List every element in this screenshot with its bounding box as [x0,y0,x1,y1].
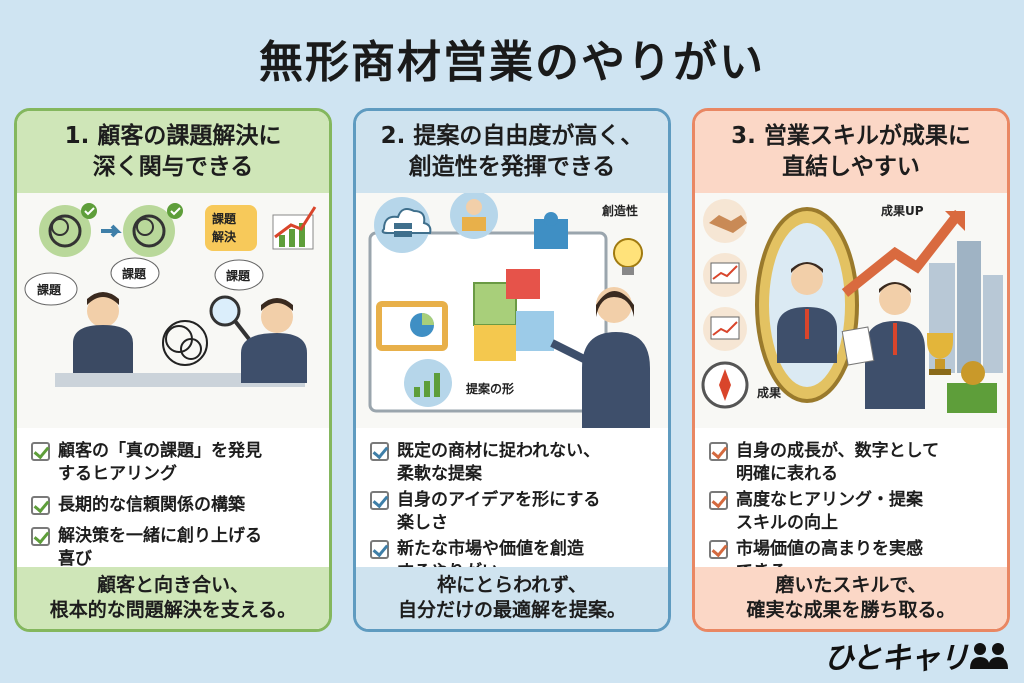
bubble-mid: 課題 [122,266,147,281]
card-heading-line: 深く関与できる [92,154,254,180]
card-footer: 枠にとらわれず、 自分だけの最適解を提案。 [356,567,668,629]
label-creativity: 創造性 [601,203,638,218]
illustration-consultation: 課題 解決 課題 課題 課題 [17,193,329,428]
growth-chart-icon [404,359,452,407]
list-item: 長期的な信頼関係の構築 [31,494,319,517]
card-heading-line: 1. 顧客の課題解決に [64,123,282,149]
card-footer: 磨いたスキルで、 確実な成果を勝ち取る。 [695,567,1007,629]
list-item: 自身の成長が、数字として明確に表れる [709,440,997,486]
compass-icon [701,361,749,409]
illustration-mirror-success: 成果 成果UP [695,193,1007,428]
list-item: 自身のアイデアを形にする楽しさ [370,489,658,535]
card-heading: 3. 営業スキルが成果に 直結しやすい [695,111,1007,193]
checkbox-icon [370,442,389,461]
card-skill-results: 3. 営業スキルが成果に 直結しやすい [692,108,1010,632]
magnifying-glass-icon [209,295,251,341]
presenter-figure [550,287,650,428]
checkbox-icon [370,540,389,559]
cloud-server-icon [374,197,432,253]
presentation-slide-icon [376,301,448,351]
label-result: 成果 [757,385,781,400]
illustration-presentation: 創造性 提案の形 [356,193,668,428]
people-icon [970,643,1008,669]
card-heading: 2. 提案の自由度が高く、 創造性を発揮できる [356,111,668,193]
list-item: 既定の商材に捉われない、柔軟な提案 [370,440,658,486]
puzzle-icon [473,212,568,361]
list-item: 解決策を一緒に創り上げる喜び [31,525,319,571]
reading-person-icon [450,193,498,239]
growth-chart-icon [272,206,317,250]
label-result-up: 成果UP [881,203,924,218]
benefit-list: 既定の商材に捉われない、柔軟な提案 自身のアイデアを形にする楽しさ 新たな市場や… [356,428,668,582]
checkbox-icon [709,442,728,461]
mirror-icon [755,207,859,403]
page-title: 無形商材営業のやりがい [259,37,765,88]
tag-problem-solving-line2: 解決 [212,229,237,244]
card-heading: 1. 顧客の課題解決に 深く関与できる [17,111,329,193]
businessman-figure [841,282,925,409]
chart-board-icon [703,307,747,351]
label-proposal-shape: 提案の形 [466,381,514,396]
bubble-right: 課題 [226,268,251,283]
brand-name: ひとキャリ [823,641,969,676]
checkbox-icon [709,540,728,559]
salesperson-figure [73,292,133,373]
card-footer: 顧客と向き合い、 根本的な問題解決を支える。 [17,567,329,629]
trophy-icon [927,333,953,375]
checkbox-icon [31,527,50,546]
money-icon [947,361,997,413]
growth-arrow-icon [841,209,963,297]
presentation-board-icon [703,253,747,297]
card-heading-line: 創造性を発揮できる [408,154,616,180]
tangled-problem-icon [162,320,208,366]
handshake-icon [703,199,747,243]
checkbox-icon [709,491,728,510]
card-heading-line: 直結しやすい [782,154,920,180]
card-proposal-freedom: 2. 提案の自由度が高く、 創造性を発揮できる [353,108,671,632]
brand-logo: ひとキャリ [824,633,1010,677]
card-heading-line: 3. 営業スキルが成果に [731,123,971,149]
card-heading-line: 2. 提案の自由度が高く、 [380,123,644,149]
list-item: 顧客の「真の課題」を発見するヒアリング [31,440,319,486]
bubble-left: 課題 [37,282,62,297]
tag-problem-solving-line1: 課題 [212,211,237,226]
lightbulb-icon [613,238,643,275]
checkbox-icon [31,496,50,515]
benefit-list: 自身の成長が、数字として明確に表れる 高度なヒアリング・提案スキルの向上 市場価… [695,428,1007,582]
checkbox-icon [31,442,50,461]
client-figure [241,298,307,383]
list-item: 高度なヒアリング・提案スキルの向上 [709,489,997,535]
checkbox-icon [370,491,389,510]
benefit-list: 顧客の「真の課題」を発見するヒアリング 長期的な信頼関係の構築 解決策を一緒に創… [17,428,329,570]
card-customer-problem-solving: 1. 顧客の課題解決に 深く関与できる 課題 解決 [14,108,332,632]
